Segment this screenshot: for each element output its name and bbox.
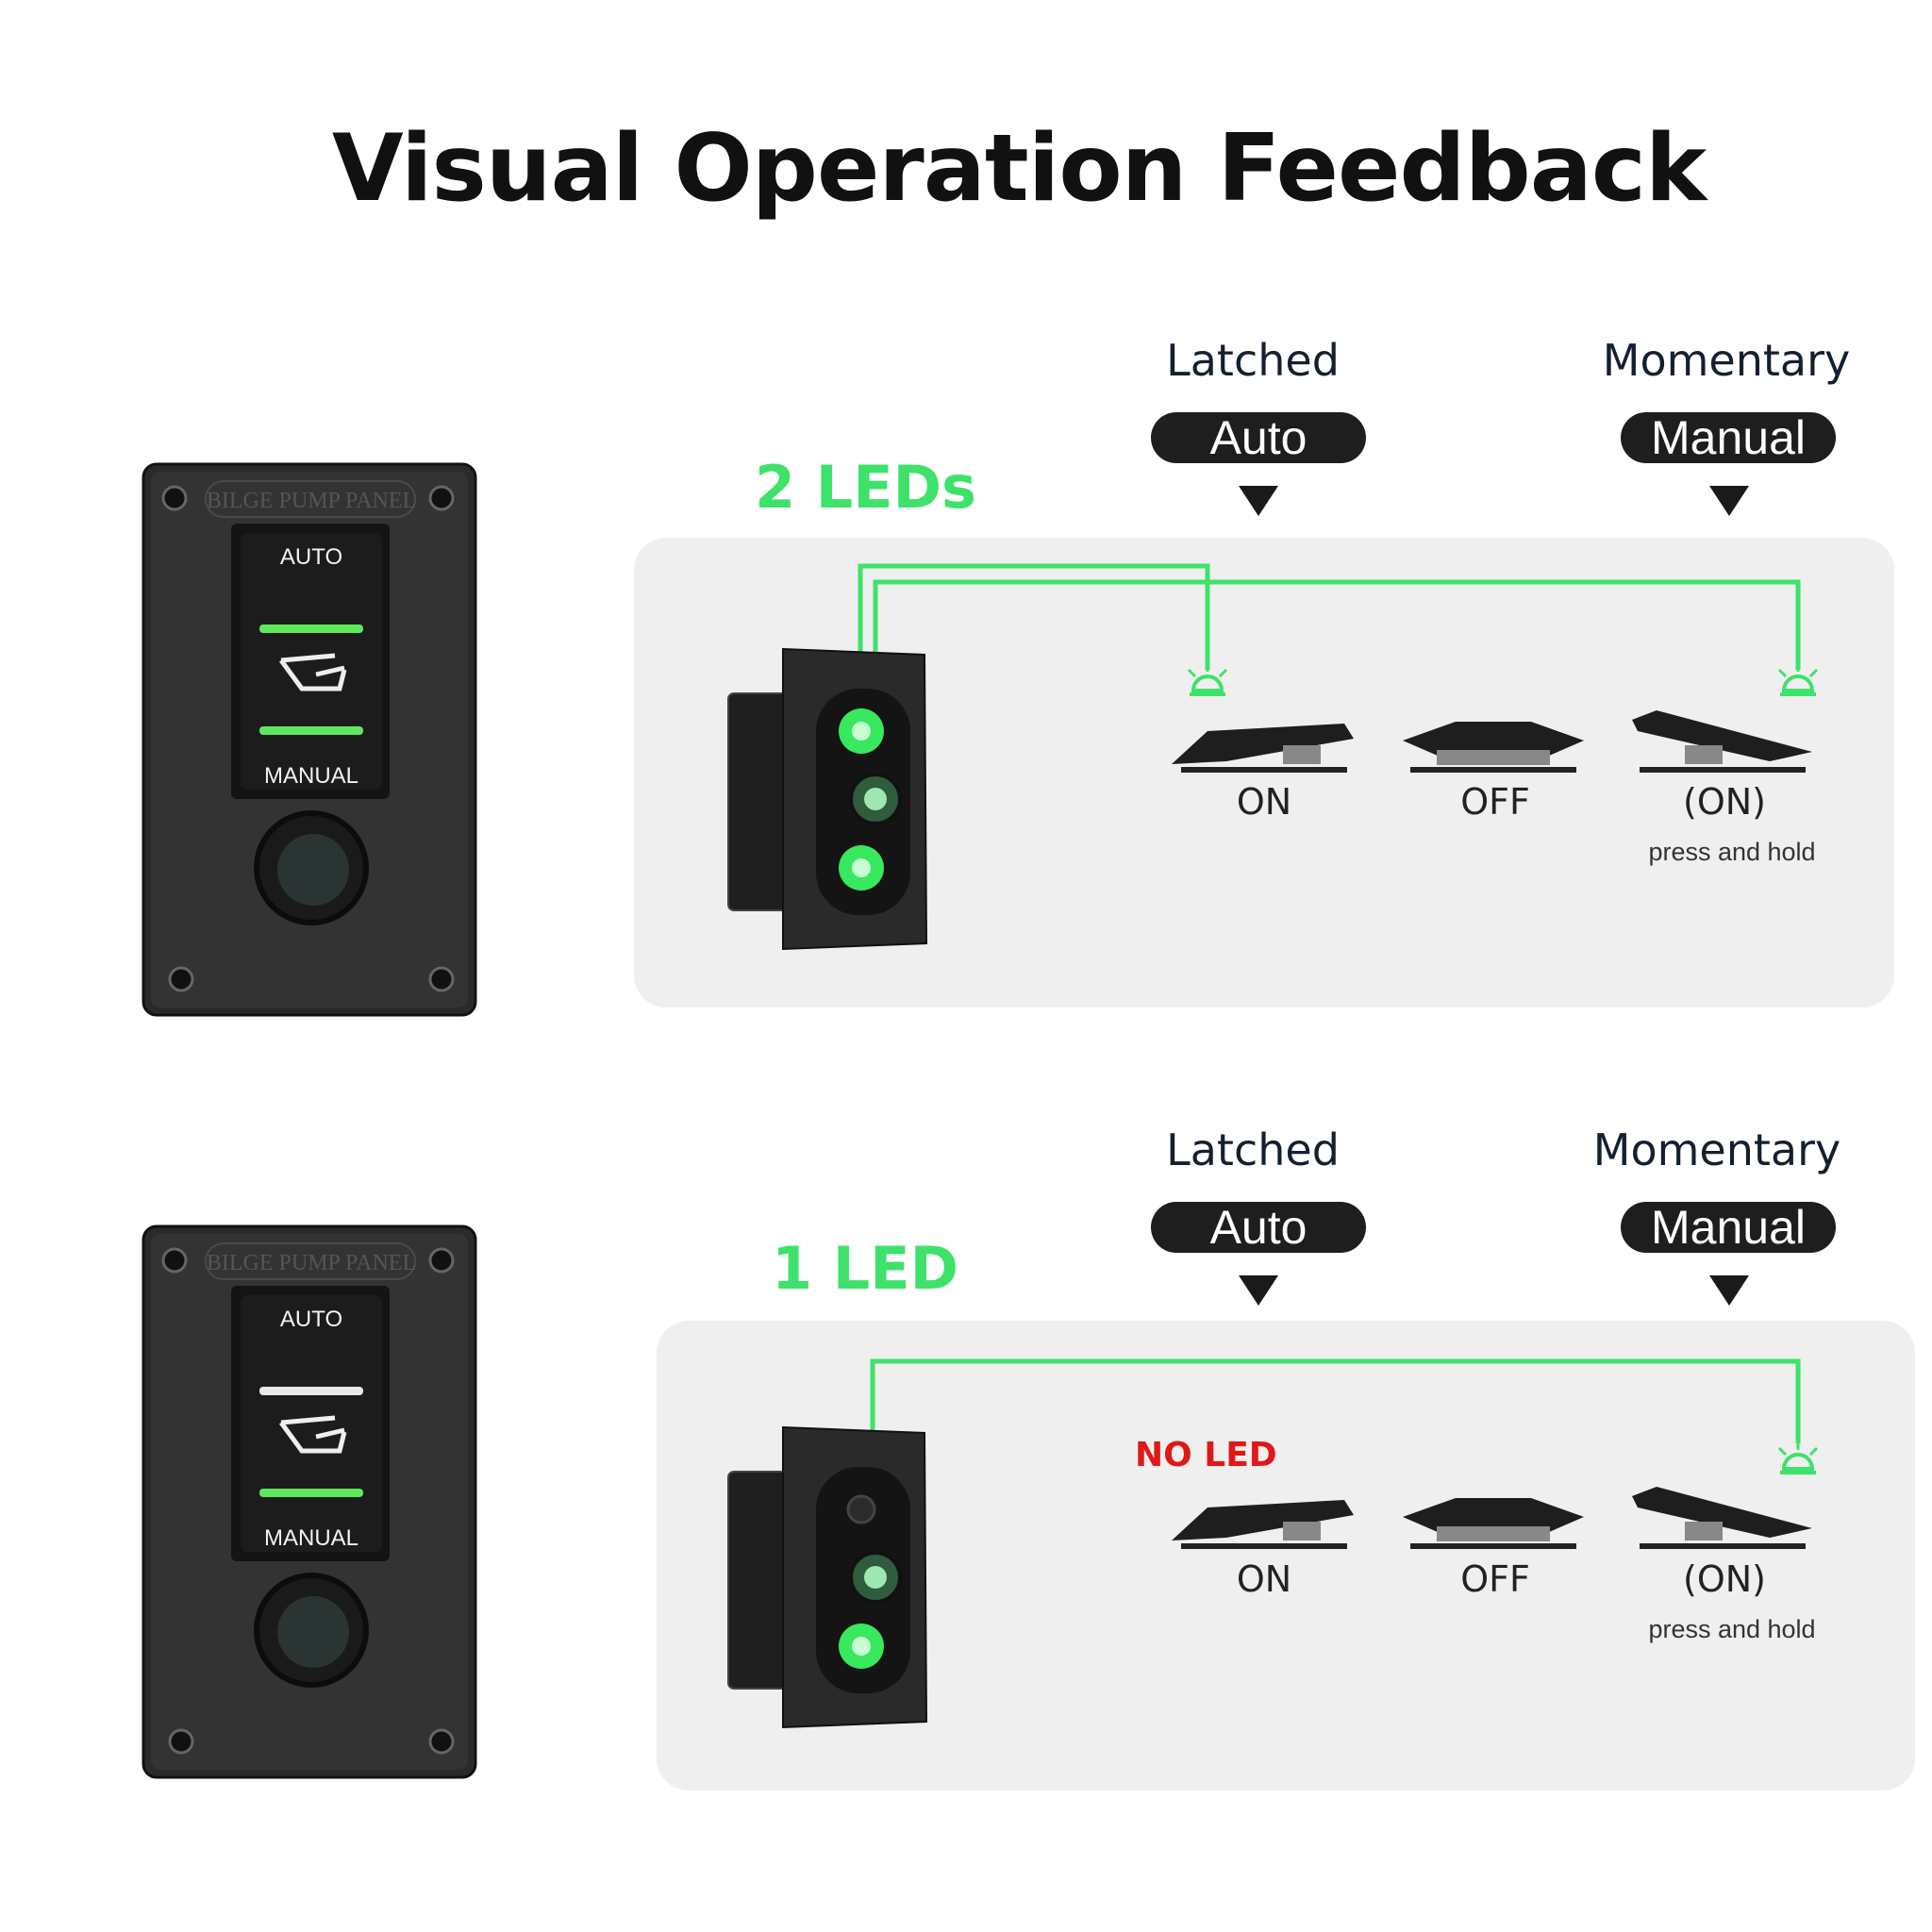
rocker-on-position-icon <box>1172 724 1354 773</box>
rocker-off-position-icon <box>1403 722 1584 773</box>
led-top-unlit <box>846 1494 876 1524</box>
auto-mode-pill: Auto <box>1151 412 1366 463</box>
momentary-heading: Momentary <box>1592 1124 1841 1175</box>
auto-indicator-unlit <box>259 1387 363 1395</box>
no-led-note: NO LED <box>1135 1436 1277 1474</box>
momentary-heading: Momentary <box>1602 335 1851 386</box>
auto-mode-pill: Auto <box>1151 1202 1366 1253</box>
state-off-label: OFF <box>1460 1558 1530 1600</box>
screw-hole <box>161 485 188 511</box>
rocker-on-position-icon <box>1172 1500 1354 1549</box>
state-momentary-label: (ON) <box>1683 781 1766 823</box>
latched-heading: Latched <box>1166 335 1340 386</box>
light-on-icon <box>1777 662 1819 696</box>
state-off-label: OFF <box>1460 781 1530 823</box>
switch-bottom-label: MANUAL <box>264 1525 358 1551</box>
page-title: Visual Operation Feedback <box>331 115 1707 223</box>
rocker-off-position-icon <box>1403 1498 1584 1549</box>
manual-indicator-led <box>259 1489 363 1497</box>
screw-hole <box>428 1728 455 1755</box>
light-on-icon <box>1777 1441 1819 1474</box>
down-arrow-icon <box>1239 1275 1278 1306</box>
rocker-switch-image <box>727 647 928 951</box>
switch-top-label: AUTO <box>280 1307 342 1332</box>
bilge-pump-panel-image: BILGE PUMP PANEL AUTO MANUAL <box>142 1224 477 1779</box>
down-arrow-icon <box>1239 486 1278 516</box>
panel-brand-label: BILGE PUMP PANEL <box>207 489 416 513</box>
panel-brand-label: BILGE PUMP PANEL <box>207 1251 416 1275</box>
press-and-hold-hint: press and hold <box>1648 1615 1816 1643</box>
bilge-pump-icon <box>278 653 347 691</box>
switch-top-label: AUTO <box>280 544 342 570</box>
latched-heading: Latched <box>1166 1124 1340 1175</box>
down-arrow-icon <box>1709 1275 1749 1306</box>
led-count-label: 1 LED <box>772 1234 959 1303</box>
auto-indicator-led <box>259 625 363 633</box>
state-on-label: ON <box>1236 781 1292 823</box>
manual-mode-pill: Manual <box>1621 1202 1836 1253</box>
led-count-label: 2 LEDs <box>755 453 976 522</box>
state-on-label: ON <box>1236 1558 1292 1600</box>
screw-hole <box>161 1247 188 1274</box>
screw-hole <box>428 1247 455 1274</box>
section-two-leds: BILGE PUMP PANEL AUTO MANUAL 2 LEDs Latc… <box>142 335 1894 1017</box>
screw-hole <box>428 966 455 992</box>
down-arrow-icon <box>1709 486 1749 516</box>
bilge-pump-panel-image: BILGE PUMP PANEL AUTO MANUAL <box>142 462 477 1017</box>
state-momentary-label: (ON) <box>1683 1558 1766 1600</box>
screw-hole <box>168 1728 194 1755</box>
manual-indicator-led <box>259 726 363 735</box>
manual-mode-pill: Manual <box>1621 412 1836 463</box>
screw-hole <box>428 485 455 511</box>
bilge-pump-icon <box>278 1415 347 1454</box>
rocker-momentary-position-icon <box>1632 710 1812 773</box>
rocker-switch-image <box>727 1425 928 1729</box>
light-on-icon <box>1187 662 1228 696</box>
press-and-hold-hint: press and hold <box>1648 838 1816 866</box>
rocker-momentary-position-icon <box>1632 1487 1812 1549</box>
switch-bottom-label: MANUAL <box>264 763 358 789</box>
screw-hole <box>168 966 194 992</box>
